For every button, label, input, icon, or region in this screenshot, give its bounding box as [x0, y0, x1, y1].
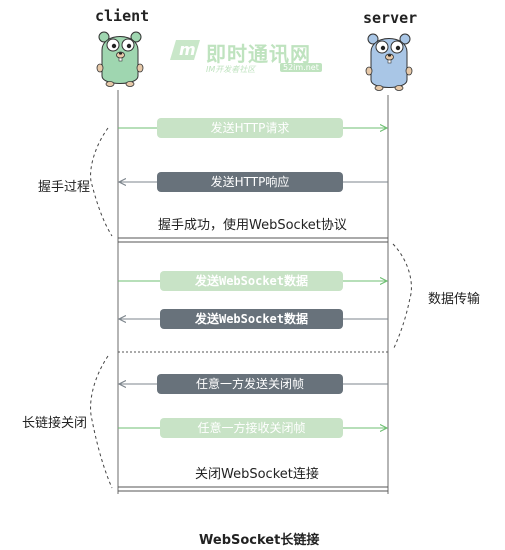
ws-data-receive-message: 发送WebSocket数据: [160, 309, 343, 329]
http-request-message: 发送HTTP请求: [157, 118, 343, 138]
client-gopher-icon: [96, 31, 144, 87]
ws-data-send-message: 发送WebSocket数据: [160, 271, 343, 291]
watermark-subtitle: IM开发者社区: [206, 65, 256, 74]
handshake-phase-label: 握手过程: [38, 180, 91, 195]
close-brace: [90, 355, 113, 489]
server-label: server: [363, 9, 418, 27]
close-phase-label: 长链接关闭: [22, 416, 88, 431]
watermark-logo-letter: m: [179, 40, 196, 59]
server-gopher-icon: [365, 33, 413, 91]
close-connection-note: 关闭WebSocket连接: [195, 467, 319, 482]
client-label: client: [95, 7, 150, 25]
watermark-title: 即时通讯网: [206, 42, 311, 66]
http-response-message: 发送HTTP响应: [157, 172, 343, 192]
handshake-success-note: 握手成功，使用WebSocket协议: [158, 218, 347, 233]
handshake-brace: [90, 127, 113, 237]
data-transfer-phase-label: 数据传输: [428, 292, 481, 307]
data-transfer-brace: [392, 243, 412, 351]
watermark-logo-icon: [170, 40, 200, 60]
diagram-caption: WebSocket长链接: [199, 533, 320, 548]
watermark-domain: 52im.net: [280, 63, 322, 72]
close-frame-receive-message: 任意一方接收关闭帧: [160, 418, 343, 438]
close-frame-send-message: 任意一方发送关闭帧: [157, 374, 343, 394]
